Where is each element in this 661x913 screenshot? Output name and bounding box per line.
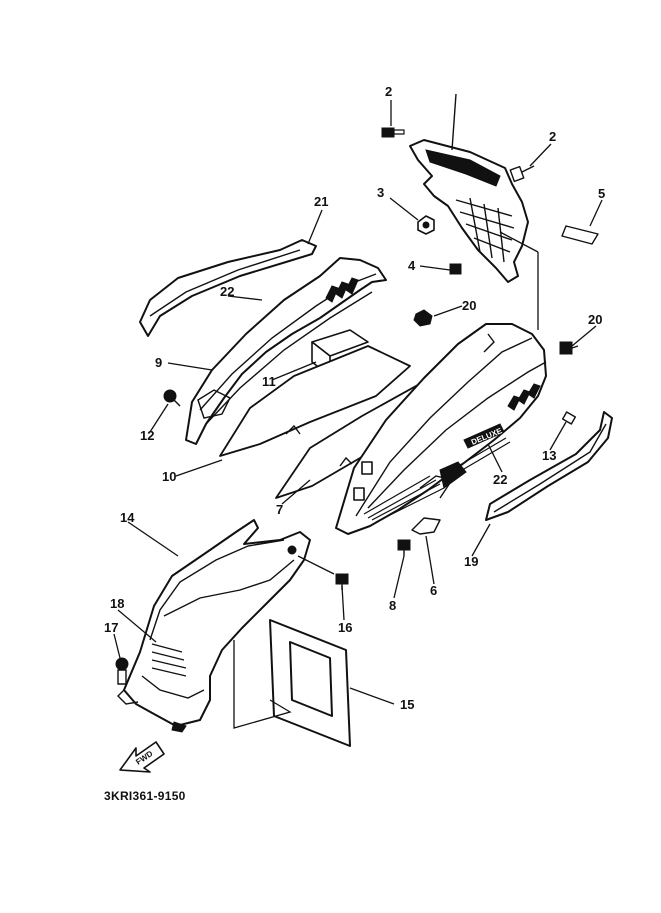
callout-20-right: 20: [588, 312, 602, 327]
bolt-13: [561, 411, 577, 425]
callout-13: 13: [542, 448, 556, 463]
bolt-8: [397, 539, 411, 556]
bolt-12: [163, 389, 181, 407]
label-5: [561, 225, 599, 245]
leader-lines: [113, 100, 603, 705]
bolt-17: [115, 657, 129, 685]
callout-11: 11: [262, 374, 276, 389]
callout-14: 14: [120, 510, 135, 525]
nut-3: [417, 215, 435, 235]
clip-6: [411, 517, 441, 535]
callout-4: 4: [408, 258, 416, 273]
part-9-side-cover-left: [185, 257, 387, 445]
bolt-20-left: [413, 309, 433, 327]
callout-labels: 2 2 3 4 5 21 22 20 20 9 11 12 10 13 22 7…: [104, 84, 605, 712]
fwd-arrow-icon: FWD: [119, 741, 165, 773]
callout-19: 19: [464, 554, 478, 569]
bolt-2-left: [381, 127, 405, 138]
grommet-14: [287, 545, 297, 555]
callout-6: 6: [430, 583, 437, 598]
callout-20-center: 20: [462, 298, 476, 313]
callout-9: 9: [155, 355, 162, 370]
part-15-frame: [269, 619, 351, 747]
callout-22-lower: 22: [493, 472, 507, 487]
part-10-panel: [219, 345, 411, 457]
callout-3: 3: [377, 185, 384, 200]
callout-7: 7: [276, 502, 283, 517]
callout-22-upper: 22: [220, 284, 234, 299]
callout-15: 15: [400, 697, 414, 712]
part-tail-bracket: [409, 93, 529, 283]
callout-5: 5: [598, 186, 605, 201]
part-14-front-lower-cover: [117, 519, 311, 733]
part-21-upper-rail: [139, 239, 317, 337]
callout-8: 8: [389, 598, 396, 613]
clip-4: [449, 263, 462, 275]
callout-2-left: 2: [385, 84, 392, 99]
callout-12: 12: [140, 428, 154, 443]
callout-10: 10: [162, 469, 176, 484]
callout-16: 16: [338, 620, 352, 635]
callout-21: 21: [314, 194, 328, 209]
diagram-code: 3KRI361-9150: [104, 789, 186, 803]
callout-2-right: 2: [549, 129, 556, 144]
guide-lines: [233, 231, 539, 729]
part-22-main-body-cover: [335, 323, 547, 535]
callout-17: 17: [104, 620, 118, 635]
part-19-lower-rail: [485, 411, 613, 521]
bolt-2-right: [509, 165, 535, 183]
bolt-20-right: [559, 341, 579, 355]
callout-18: 18: [110, 596, 124, 611]
